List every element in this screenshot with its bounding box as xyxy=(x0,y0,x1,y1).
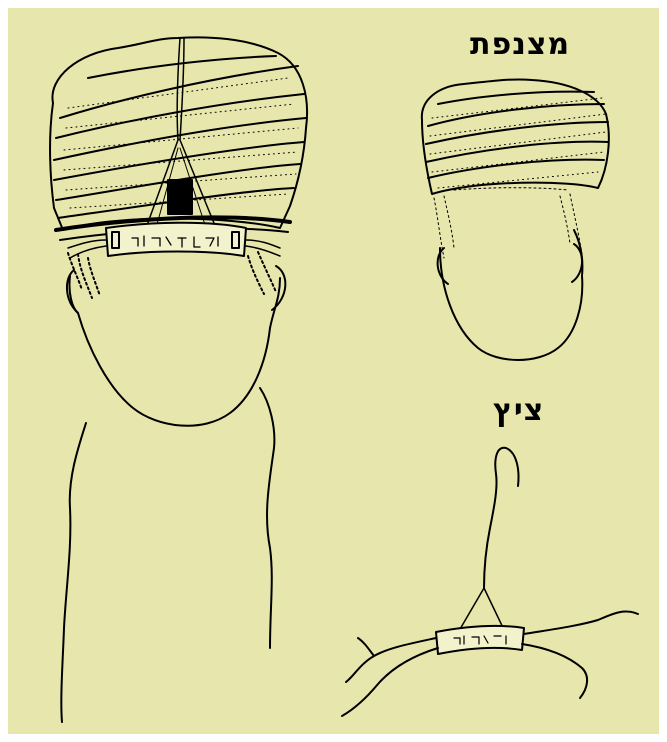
left-tzitz-plate xyxy=(106,223,246,256)
figure-drawing xyxy=(8,8,659,734)
right-face-outline xyxy=(440,230,582,360)
right-ear-right xyxy=(572,244,582,282)
left-band-tie-left xyxy=(68,240,106,258)
left-body-outline-right xyxy=(260,388,274,648)
right-tzitz-tie-left-2 xyxy=(342,648,438,716)
label-tzitz: ציץ xyxy=(493,396,544,426)
right-turban-outline xyxy=(422,79,609,194)
right-tzitz-tie-left-1 xyxy=(346,638,436,682)
left-body-outline-left xyxy=(61,423,86,722)
left-figure xyxy=(50,37,307,722)
left-hair-right xyxy=(248,252,276,294)
label-mitznefet: מצנפת xyxy=(470,30,570,60)
right-tzitz-top-cord xyxy=(484,448,519,588)
right-tzitz-tie-right-2 xyxy=(522,644,587,698)
right-mitznefet-figure xyxy=(422,79,609,360)
left-band-tie-right xyxy=(246,240,280,256)
left-face-outline xyxy=(69,276,280,426)
illustration-panel: מצנפת ציץ xyxy=(8,8,659,734)
left-tzitz-knot xyxy=(168,180,192,214)
right-tzitz-figure xyxy=(342,448,638,716)
right-tzitz-plate xyxy=(436,626,524,654)
right-hair xyxy=(434,188,582,258)
right-tzitz-tie-right-1 xyxy=(524,612,638,634)
left-hair-left xyxy=(68,253,100,298)
